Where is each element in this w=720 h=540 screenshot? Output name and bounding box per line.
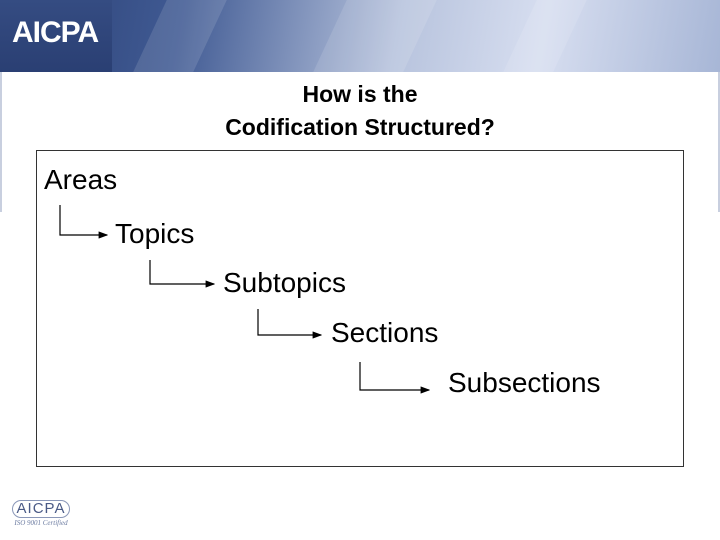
left-edge-shade <box>0 72 2 212</box>
level-topics: Topics <box>115 218 195 249</box>
title-line-1: How is the <box>302 81 418 107</box>
title-line-2: Codification Structured? <box>225 114 495 140</box>
connector-areas-topics <box>59 205 109 239</box>
level-sections: Sections <box>331 317 439 348</box>
slide-title: How is the Codification Structured? <box>0 78 720 144</box>
connector-sections-subsections <box>359 362 431 394</box>
footer-logo-mark: AICPA <box>12 500 70 518</box>
hierarchy-diagram-box <box>36 150 684 467</box>
aicpa-logo: AICPA <box>12 16 99 49</box>
footer-logo-subtext: ISO 9001 Certified <box>14 519 68 527</box>
level-subsections: Subsections <box>448 367 601 398</box>
level-areas: Areas <box>44 164 118 195</box>
connector-subtopics-sections <box>257 309 323 339</box>
header-banner: AICPA <box>0 0 720 72</box>
connector-topics-subtopics <box>149 260 216 288</box>
right-edge-shade <box>718 72 720 212</box>
footer-aicpa-logo: AICPA ISO 9001 Certified <box>12 500 70 530</box>
banner-logo-background <box>0 0 112 72</box>
level-subtopics: Subtopics <box>223 267 346 298</box>
